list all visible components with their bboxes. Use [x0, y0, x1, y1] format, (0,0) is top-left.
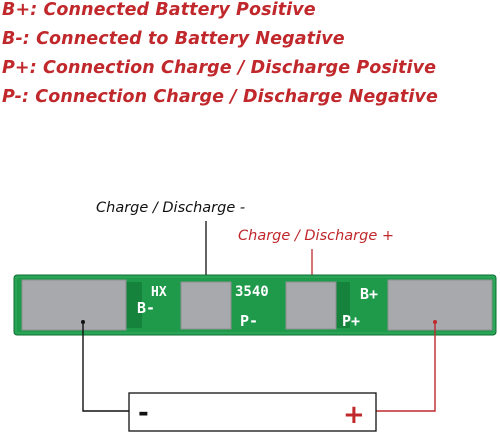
silk-model-number: 3540: [235, 284, 269, 300]
legend-b-plus: B+: Connected Battery Positive: [2, 0, 316, 20]
battery-plus-sign: +: [343, 400, 365, 430]
pad-b-plus: [387, 279, 493, 331]
silk-b-minus: B-: [137, 299, 155, 317]
pcb-board: B- HX 3540 P- B+ P+: [13, 274, 497, 336]
callout-charge-discharge-positive: Charge / Discharge +: [238, 228, 395, 244]
pad-p-plus: [285, 281, 337, 330]
wire-positive: [376, 322, 436, 412]
silk-p-plus: P+: [342, 312, 360, 330]
wire-negative: [82, 322, 129, 412]
legend-p-minus: P-: Connection Charge / Discharge Negati…: [2, 87, 438, 107]
battery-body: [128, 392, 377, 432]
battery-minus-sign: -: [138, 398, 149, 428]
legend-p-plus: P+: Connection Charge / Discharge Positi…: [2, 58, 437, 78]
silk-hx: HX: [151, 285, 167, 300]
silk-p-minus: P-: [240, 312, 258, 330]
silk-b-plus: B+: [360, 285, 378, 303]
pad-p-minus: [180, 281, 232, 330]
legend-b-minus: B-: Connected to Battery Negative: [2, 29, 345, 49]
callout-charge-discharge-negative: Charge / Discharge -: [96, 200, 246, 216]
battery: - +: [128, 392, 377, 432]
pad-b-minus: [21, 279, 127, 331]
